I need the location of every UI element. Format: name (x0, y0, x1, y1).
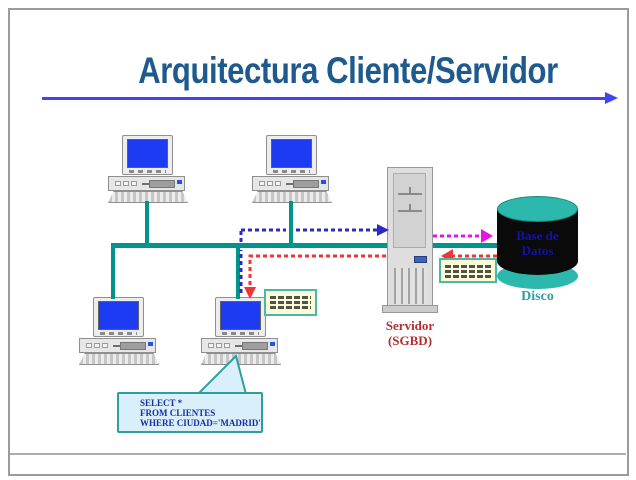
server-drive-panel (393, 173, 426, 248)
sql-speech-bubble: SELECT * FROM CLIENTES WHERE CIUDAD='MAD… (117, 392, 263, 433)
server-chassis (387, 167, 433, 307)
sql-line: SELECT * (140, 398, 183, 408)
server-label: Servidor (SGBD) (385, 318, 435, 348)
server-vents (394, 268, 427, 304)
network-link (145, 201, 149, 245)
sql-line: FROM CLIENTES (140, 408, 216, 418)
monitor-vents (129, 170, 166, 173)
server-power-button (414, 256, 427, 263)
keyboard (79, 353, 159, 365)
network-link (236, 246, 240, 299)
client-computer-icon (108, 135, 188, 203)
result-set-icon (439, 258, 497, 283)
database-label: Base de Datos (516, 228, 559, 258)
record-row (270, 296, 311, 299)
record-row (270, 306, 311, 309)
monitor (215, 297, 266, 337)
result-set-icon (264, 289, 317, 316)
database-cylinder-icon: Base de Datos (497, 196, 578, 291)
network-bus (111, 243, 498, 248)
page-title: Arquitectura Cliente/Servidor (138, 50, 558, 91)
server-tower-icon (382, 167, 438, 314)
monitor (93, 297, 144, 337)
desktop-case (79, 338, 156, 353)
footer-divider (10, 453, 626, 455)
network-link (289, 201, 293, 245)
client-computer-icon (79, 297, 159, 365)
desktop-case (108, 176, 185, 191)
sql-line: WHERE CIUDAD='MADRID' (140, 418, 261, 428)
record-row (445, 275, 491, 278)
monitor (122, 135, 173, 175)
client-computer-icon (252, 135, 332, 203)
desktop-case (201, 338, 278, 353)
title-underline-arrow (42, 97, 605, 100)
record-row (445, 270, 491, 273)
monitor-screen (220, 301, 261, 330)
monitor (266, 135, 317, 175)
disk-caption: Disco (521, 289, 554, 304)
desktop-case (252, 176, 329, 191)
keyboard (201, 353, 281, 365)
network-link (111, 246, 115, 299)
monitor-screen (271, 139, 312, 168)
monitor-screen (98, 301, 139, 330)
record-row (445, 265, 491, 268)
monitor-vents (100, 332, 137, 335)
title-underline-arrowhead-icon (605, 92, 618, 104)
monitor-screen (127, 139, 168, 168)
server-base (382, 305, 438, 313)
monitor-vents (273, 170, 310, 173)
record-row (270, 301, 311, 304)
monitor-vents (222, 332, 259, 335)
